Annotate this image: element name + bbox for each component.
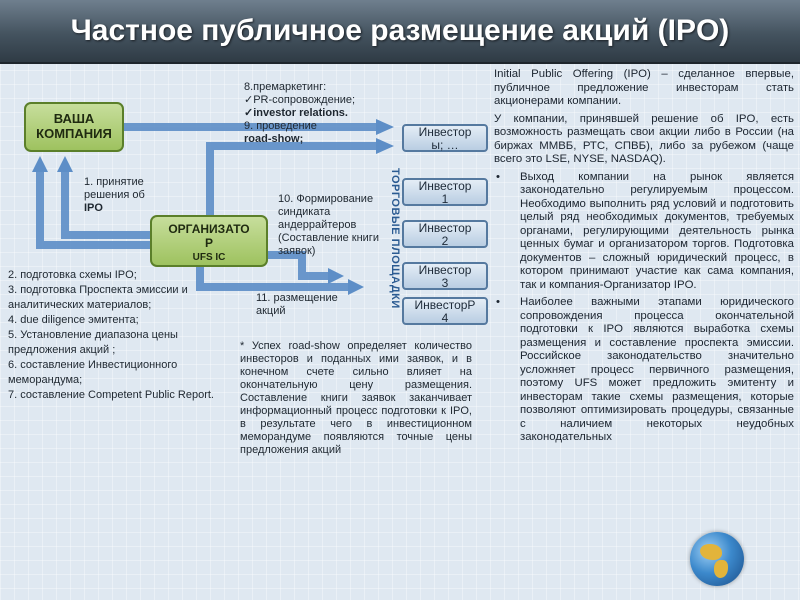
investor-1-line-2: 1: [441, 192, 449, 206]
investor-3-line-2: 3: [441, 276, 449, 290]
organizer-line-2: Р: [204, 236, 213, 250]
prep-step-6a: 6. составление Инвестиционного: [8, 359, 178, 371]
company-line-1: ВАША: [53, 111, 95, 126]
arrowhead-step11: [348, 279, 364, 295]
premarketing-line-2: ✓PR-сопровождение;: [244, 94, 356, 106]
ipo-bullet-legal-support: Наиболее важными этапами юридического со…: [494, 296, 794, 445]
step1-line-2: решения об: [84, 189, 145, 201]
investor-4-line-1: ИнвесторР: [414, 298, 476, 312]
prep-step-5b: предложения акций ;: [8, 344, 116, 356]
step1-line-1: 1. принятие: [84, 176, 144, 188]
arrow-organizer-to-company: [36, 170, 150, 249]
prep-step-5a: 5. Установление диапазона цены: [8, 329, 178, 341]
investor-box-2: Инвестор 2: [402, 220, 488, 248]
step1-note: 1. принятие решения об IPO: [84, 176, 164, 215]
step10-line-3: андеррайтеров: [278, 219, 357, 231]
premarketing-line-5: road-show;: [244, 133, 304, 145]
investor-2-line-1: Инвестор: [418, 221, 472, 235]
organizer-box: ОРГАНИЗАТО Р UFS IC: [150, 215, 268, 267]
company-box: ВАША КОМПАНИЯ: [24, 102, 124, 152]
step10-line-2: синдиката: [278, 206, 331, 218]
preparation-steps-list: 2. подготовка схемы IPO; 3. подготовка П…: [8, 268, 240, 403]
investor-box-3: Инвестор 3: [402, 262, 488, 290]
investor-4-line-2: 4: [441, 311, 449, 325]
step1-line-3: IPO: [84, 202, 103, 214]
investor-group-ellipsis: …: [446, 138, 459, 152]
investor-group-line-2: ы;: [431, 138, 444, 152]
premarketing-line-3: ✓investor relations.: [244, 107, 348, 119]
arrowhead-step10: [328, 268, 344, 284]
step11-line-2: акций: [256, 305, 286, 317]
slide-title: Частное публичное размещение акций (IPO): [70, 14, 730, 47]
arrow-step1-left: [61, 170, 150, 239]
organizer-sub: UFS IC: [192, 252, 226, 263]
arrowhead-investors-mid: [376, 138, 394, 154]
arrowhead-company-left: [32, 156, 48, 172]
investor-3-line-1: Инвестор: [418, 263, 472, 277]
arrow-organizer-to-step10: [268, 251, 330, 280]
prep-step-6b: меморандума;: [8, 374, 83, 386]
globe-icon: [690, 532, 744, 586]
step10-line-4: (Составление книги: [278, 232, 379, 244]
investor-1-line-1: Инвестор: [418, 179, 472, 193]
ipo-description: Initial Public Offering (IPO) – сделанно…: [494, 68, 794, 449]
investor-box-group: Инвестор ы; …: [402, 124, 488, 152]
organizer-line-1: ОРГАНИЗАТО: [168, 222, 250, 236]
title-bar: Частное публичное размещение акций (IPO): [0, 0, 800, 64]
company-line-2: КОМПАНИЯ: [36, 126, 112, 141]
arrow-step11: [196, 267, 350, 291]
road-show-note: * Успех road-show определяет количество …: [240, 340, 472, 456]
step10-note: 10. Формирование синдиката андеррайтеров…: [278, 193, 390, 258]
trading-platforms-label: ТОРГОВЫЕ ПЛОЩАДКИ: [389, 167, 401, 309]
premarketing-line-4: 9. проведение: [244, 120, 317, 132]
prep-step-7: 7. составление Competent Public Report.: [8, 389, 214, 401]
ipo-bullet-regulation: Выход компании на рынок является законод…: [494, 171, 794, 293]
step10-line-1: 10. Формирование: [278, 193, 374, 205]
prep-step-3b: аналитических материалов;: [8, 299, 152, 311]
step11-note: 11. размещение акций: [256, 292, 366, 318]
prep-step-3a: 3. подготовка Проспекта эмиссии и: [8, 284, 188, 296]
ipo-definition: Initial Public Offering (IPO) – сделанно…: [494, 68, 794, 107]
premarketing-note: 8.премаркетинг: ✓PR-сопровождение; ✓inve…: [244, 81, 384, 146]
step11-line-1: 11. размещение: [256, 292, 338, 304]
investor-box-1: Инвестор 1: [402, 178, 488, 206]
ipo-placement-options: У компании, принявшей решение об IPO, ес…: [494, 112, 794, 166]
investor-2-line-2: 2: [441, 234, 449, 248]
step10-line-5: заявок): [278, 245, 316, 257]
prep-step-4: 4. due diligence эмитента;: [8, 314, 139, 326]
investor-box-4: ИнвесторР 4: [402, 297, 488, 325]
ipo-bullets: Выход компании на рынок является законод…: [494, 171, 794, 445]
premarketing-line-1: 8.премаркетинг:: [244, 81, 327, 93]
investor-group-line-1: Инвестор: [418, 125, 472, 139]
arrowhead-company-right: [57, 156, 73, 172]
prep-step-2: 2. подготовка схемы IPO;: [8, 269, 137, 281]
arrowhead-investors-top: [376, 119, 394, 135]
